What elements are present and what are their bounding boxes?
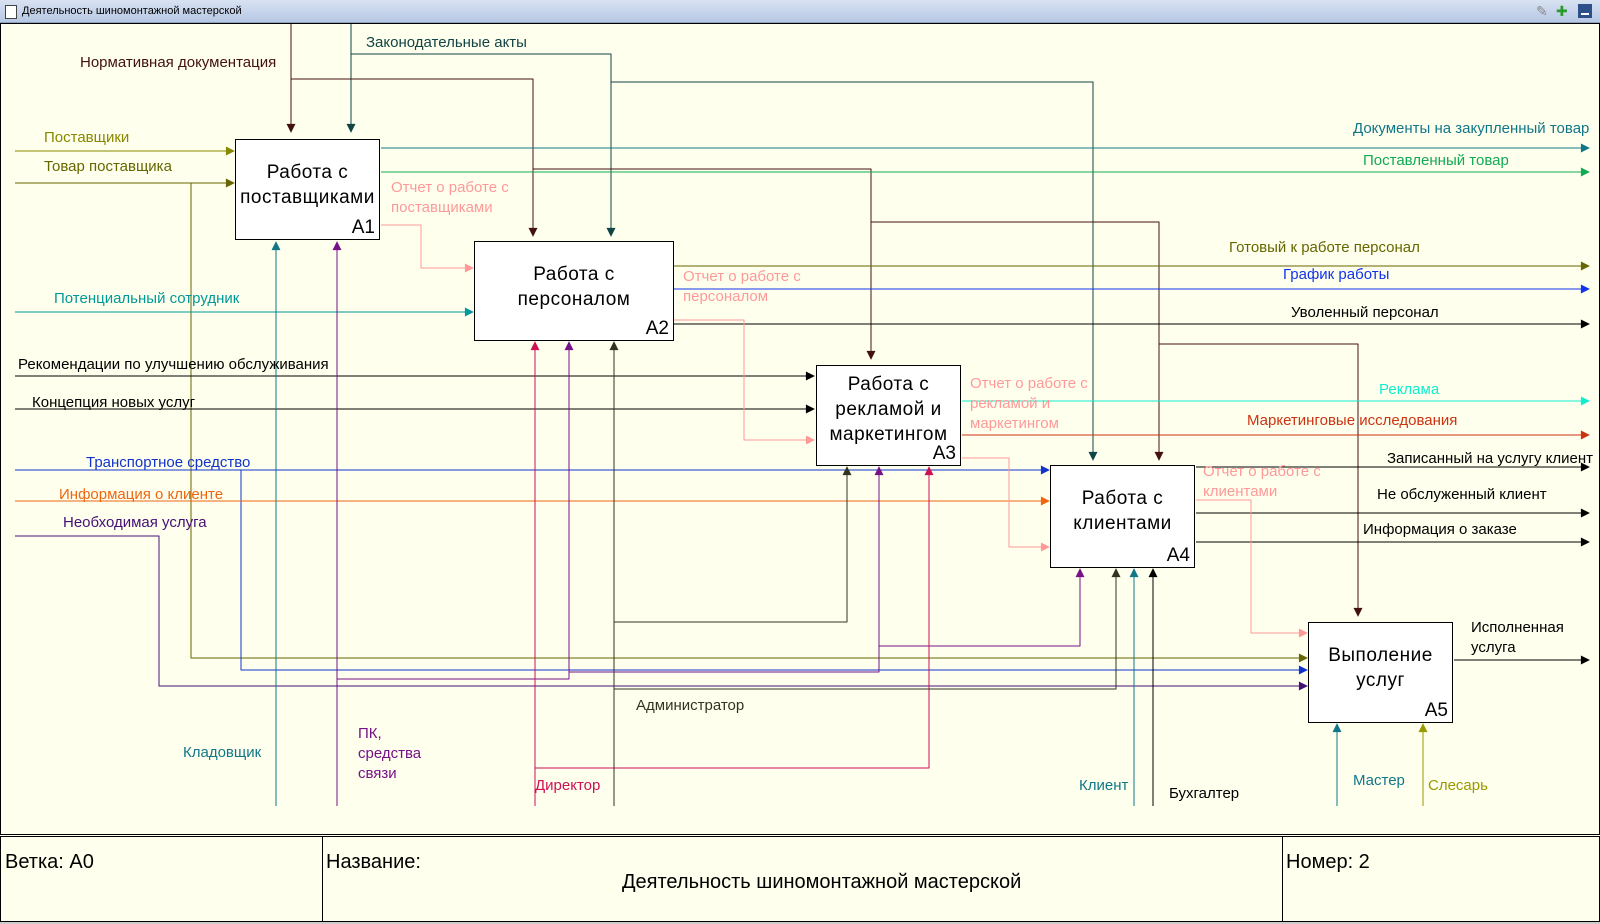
window-title: Деятельность шиномонтажной мастерской	[22, 5, 242, 17]
arrow-legislative-acts-a2[interactable]	[351, 53, 616, 237]
arrow-label-master: Мастер	[1353, 772, 1405, 789]
arrow-label-ready-staff: Готовый к работе персонал	[1229, 239, 1420, 256]
footer-number: Номер: 2	[1286, 851, 1370, 873]
arrow-normative-docs-a3[interactable]	[533, 168, 876, 360]
arrow-report-staff[interactable]	[674, 319, 815, 445]
box-a1-number: A1	[351, 217, 375, 238]
arrow-label-advertising: Реклама	[1379, 381, 1440, 398]
activity-box-a3[interactable]: Работа с рекламой и маркетингом A3	[816, 365, 961, 466]
arrow-report-marketing[interactable]	[962, 457, 1050, 552]
arrow-legislative-acts-a4[interactable]	[611, 81, 1098, 461]
box-a1-line1: Работа с	[266, 162, 349, 183]
arrow-normative-docs-a4[interactable]	[871, 221, 1164, 461]
box-a3-number: A3	[932, 443, 956, 464]
footer-name-label: Название:	[326, 851, 421, 873]
arrow-supplier-goods-a5[interactable]	[190, 183, 1308, 663]
arrow-label-report-staff: Отчет о работе с персоналом	[683, 268, 801, 305]
arrow-director-a3[interactable]	[535, 466, 934, 769]
arrow-report-suppliers[interactable]	[381, 224, 474, 273]
arrow-normative-docs-a2[interactable]	[291, 78, 538, 237]
footer-number-cell: Номер: 2	[1282, 837, 1600, 921]
arrow-label-report-clients: Отчет о работе с клиентами	[1203, 463, 1321, 500]
arrow-label-potential-employee: Потенциальный сотрудник	[54, 290, 240, 307]
arrow-label-client-info: Информация о клиенте	[59, 486, 224, 503]
box-a4-line1: Работа с	[1081, 488, 1164, 509]
arrow-label-completed-service: Исполненная услуга	[1471, 619, 1564, 656]
box-a5-number: A5	[1424, 700, 1448, 721]
arrow-label-purchase-docs: Документы на закупленный товар	[1353, 120, 1590, 137]
arrow-label-vehicle: Транспортное средство	[86, 454, 251, 471]
arrow-label-administrator: Администратор	[636, 697, 745, 714]
box-a1-line2: поставщиками	[240, 187, 375, 208]
arrow-label-new-services-concept: Концепция новых услуг	[32, 394, 196, 411]
arrow-label-supplier-goods: Товар поставщика	[44, 158, 172, 175]
arrow-vehicle-a5[interactable]	[240, 470, 1308, 675]
arrow-label-normative-docs: Нормативная документация	[80, 54, 277, 71]
minimize-icon	[1581, 13, 1589, 15]
box-a2-line1: Работа с	[533, 264, 615, 285]
box-a5-line1: Выполение	[1328, 645, 1433, 666]
box-a2-number: A2	[645, 318, 669, 339]
arrow-label-pc-comms: ПК, средства связи	[358, 725, 422, 782]
box-a4-line2: клиентами	[1073, 513, 1172, 534]
arrow-label-work-schedule: График работы	[1283, 266, 1390, 283]
arrow-pc-comms-a4[interactable]	[879, 568, 1085, 647]
arrow-label-dismissed-staff: Уволенный персонал	[1291, 304, 1439, 321]
document-icon	[5, 5, 17, 19]
diagram-svg	[15, 24, 1590, 806]
arrow-label-unserved-client: Не обслуженный клиент	[1377, 486, 1547, 503]
arrow-label-mechanic: Слесарь	[1428, 777, 1488, 794]
pin-icon[interactable]: ✎	[1536, 3, 1548, 19]
arrow-label-report-marketing: Отчет о работе с рекламой и маркетингом	[970, 375, 1088, 432]
arrow-label-required-service: Необходимая услуга	[63, 514, 207, 531]
box-a3-line3: маркетингом	[829, 424, 948, 445]
arrow-label-delivered-goods: Поставленный товар	[1363, 152, 1509, 169]
arrow-administrator-a4[interactable]	[614, 568, 1121, 690]
diagram-footer: Ветка: A0 Название: Деятельность шиномон…	[0, 836, 1600, 922]
activity-box-a2[interactable]: Работа с персоналом A2	[474, 241, 674, 341]
arrow-label-legislative-acts: Законодательные акты	[366, 34, 527, 51]
arrow-label-accountant: Бухгалтер	[1169, 785, 1240, 802]
box-a2-line2: персоналом	[517, 289, 631, 310]
activity-box-a1[interactable]: Работа с поставщиками A1	[235, 139, 380, 240]
arrow-pc-comms-a3[interactable]	[569, 466, 884, 673]
arrow-label-order-info: Информация о заказе	[1363, 521, 1517, 538]
box-a3-line2: рекламой и	[835, 399, 942, 420]
diagram-canvas: Работа с поставщиками A1 Работа с персон…	[0, 23, 1600, 835]
arrow-label-suppliers: Поставщики	[44, 129, 130, 146]
arrow-pc-comms-a2[interactable]	[337, 341, 574, 680]
arrow-report-clients[interactable]	[1196, 499, 1308, 638]
box-a3-line1: Работа с	[847, 374, 930, 395]
puzzle-icon[interactable]: ✚	[1556, 3, 1568, 19]
footer-name-cell: Название: Деятельность шиномонтажной мас…	[322, 837, 1283, 921]
minimize-button[interactable]	[1578, 4, 1592, 18]
arrow-label-storekeeper: Кладовщик	[183, 744, 262, 761]
arrow-normative-docs-a5[interactable]	[1159, 343, 1363, 617]
arrow-label-client: Клиент	[1079, 777, 1129, 794]
footer-branch: Ветка: A0	[5, 851, 94, 873]
box-a5-line2: услуг	[1356, 670, 1405, 691]
footer-name-value: Деятельность шиномонтажной мастерской	[622, 871, 1022, 893]
arrow-required-service[interactable]	[15, 535, 1308, 691]
activity-box-a5[interactable]: Выполение услуг A5	[1308, 622, 1453, 723]
title-bar: Деятельность шиномонтажной мастерской ✎ …	[0, 0, 1600, 23]
box-a4-number: A4	[1166, 545, 1190, 566]
arrow-label-booked-client: Записанный на услугу клиент	[1387, 450, 1594, 467]
window-bottom-border	[0, 922, 1600, 924]
arrow-label-director: Директор	[535, 777, 601, 794]
arrow-label-service-recommendations: Рекомендации по улучшению обслуживания	[18, 356, 329, 373]
footer-branch-cell: Ветка: A0	[1, 837, 323, 921]
arrow-label-marketing-research: Маркетинговые исследования	[1247, 412, 1458, 429]
arrow-administrator-a3[interactable]	[614, 466, 852, 623]
arrow-label-report-suppliers: Отчет о работе с поставщиками	[391, 179, 509, 216]
activity-box-a4[interactable]: Работа с клиентами A4	[1050, 465, 1195, 568]
